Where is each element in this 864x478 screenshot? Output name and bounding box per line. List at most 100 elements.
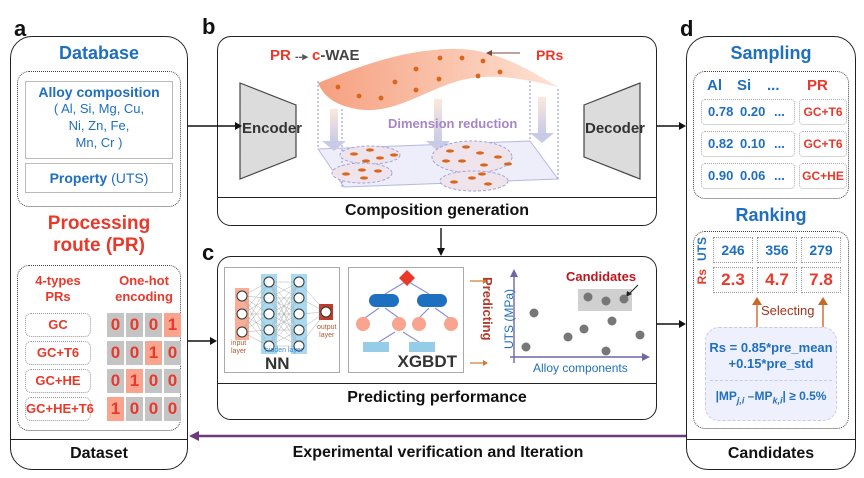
hidden-layer-label: hidden layer bbox=[265, 347, 304, 354]
nn-box: input layer hidden layer output layer NN bbox=[224, 267, 340, 373]
decoder-label: Decoder bbox=[585, 120, 646, 137]
pr-route-label: GC+HE+T6 bbox=[25, 397, 94, 421]
onehot-bit: 0 bbox=[145, 397, 162, 421]
nn-node bbox=[293, 292, 305, 304]
ranking-criteria-box: Rs = 0.85*pre_mean +0.15*pre_std |MPj,i … bbox=[705, 327, 837, 421]
onehot-bit: 0 bbox=[145, 369, 162, 393]
predicting-arrows bbox=[470, 278, 488, 366]
nn-edge bbox=[241, 313, 270, 347]
decision-tree-diagram bbox=[356, 270, 458, 352]
prs-label: PRs bbox=[536, 47, 564, 63]
nn-edge bbox=[298, 281, 327, 313]
onehot-header-line2: encoding bbox=[115, 289, 173, 304]
pr-to-cwae-label: PR --▸ c-WAE bbox=[270, 47, 360, 64]
sampling-header-al: Al bbox=[707, 77, 722, 94]
onehot-bit: 0 bbox=[126, 313, 143, 337]
input-layer-line1: input bbox=[231, 340, 247, 347]
onehot-bit: 0 bbox=[164, 397, 181, 421]
predicting-performance-label: Predicting performance bbox=[347, 389, 527, 406]
nn-edge bbox=[268, 297, 300, 347]
nn-node bbox=[293, 324, 305, 336]
selecting-arrows bbox=[752, 297, 828, 327]
onehot-bit: 0 bbox=[164, 341, 181, 365]
scatter-point bbox=[583, 292, 593, 302]
sampling-pr: GC+T6 bbox=[799, 131, 847, 157]
constraint-sub-ki: k,i bbox=[772, 395, 783, 406]
nn-node bbox=[293, 340, 305, 352]
sampling-si: 0.10 bbox=[740, 136, 766, 151]
cwae-illustration bbox=[239, 48, 641, 192]
sampling-al: 0.78 bbox=[708, 104, 734, 119]
scatter-point bbox=[601, 346, 611, 356]
panel-letter-b: b bbox=[202, 14, 216, 39]
root-node bbox=[399, 270, 415, 286]
cwae-rest: -WAE bbox=[320, 47, 360, 64]
rs-value-cell: 2.3 bbox=[713, 267, 753, 293]
output-layer-line1: output bbox=[317, 324, 337, 331]
processing-title-line2: route (PR) bbox=[53, 235, 145, 256]
uts-value-cell: 246 bbox=[713, 237, 753, 263]
scatter-point bbox=[619, 294, 629, 304]
pr-route-label: GC+HE bbox=[25, 369, 91, 393]
xgbdt-label: XGBDT bbox=[397, 352, 458, 371]
latent-points bbox=[342, 145, 512, 186]
onehot-header-line1: One-hot bbox=[119, 273, 169, 288]
nn-node bbox=[263, 276, 275, 288]
nn-node bbox=[263, 292, 275, 304]
nn-edge bbox=[241, 295, 270, 331]
encoder-label: Encoder bbox=[242, 120, 303, 137]
nn-node bbox=[263, 340, 275, 352]
alloy-elements-line3: Mn, Cr ) bbox=[75, 135, 123, 150]
nn-node bbox=[320, 306, 332, 318]
scatter-point bbox=[521, 342, 531, 352]
onehot-bit: 1 bbox=[107, 397, 124, 421]
sampling-header-more: ... bbox=[767, 77, 780, 94]
constraint-prefix: |MP bbox=[715, 389, 737, 403]
x-axis-label: Alloy components bbox=[533, 361, 628, 375]
manifold-points bbox=[335, 55, 503, 101]
alloy-composition-title: Alloy composition bbox=[38, 84, 160, 100]
nn-node bbox=[293, 276, 305, 288]
xgbdt-box: XGBDT bbox=[348, 267, 464, 373]
cwae-c: c bbox=[312, 47, 321, 64]
nn-edge bbox=[241, 281, 270, 315]
panel-letter-a: a bbox=[14, 16, 27, 41]
ranking-group bbox=[693, 231, 849, 429]
predicting-label: Predicting bbox=[480, 277, 495, 341]
database-group bbox=[17, 71, 181, 207]
feedback-label: Experimental verification and Iteration bbox=[292, 444, 584, 461]
onehot-bit: 1 bbox=[164, 313, 181, 337]
scatter-point bbox=[607, 316, 617, 326]
nn-node bbox=[263, 308, 275, 320]
sampling-title: Sampling bbox=[730, 43, 812, 63]
pr-types-header-line1: 4-types bbox=[35, 273, 81, 288]
onehot-bit: 0 bbox=[107, 341, 124, 365]
onehot-bit: 1 bbox=[145, 341, 162, 365]
panel-b-divider bbox=[218, 197, 656, 198]
onehot-bit: 0 bbox=[107, 369, 124, 393]
dimension-reduction-label: Dimension reduction bbox=[388, 116, 518, 131]
nn-node bbox=[236, 308, 248, 320]
neural-network-diagram bbox=[235, 274, 333, 354]
property-label: Property bbox=[49, 170, 108, 186]
sampling-si: 0.20 bbox=[740, 104, 766, 119]
scatter-point bbox=[579, 324, 589, 334]
sampling-al: 0.82 bbox=[708, 136, 734, 151]
pr-route-label: GC+T6 bbox=[25, 341, 91, 365]
processing-title-line1: Processing bbox=[47, 213, 151, 234]
sampling-more: ... bbox=[774, 168, 785, 183]
sampling-pr: GC+T6 bbox=[799, 99, 847, 125]
nn-edge bbox=[268, 329, 300, 347]
panel-letter-c: c bbox=[202, 240, 215, 265]
rs-value-cell: 4.7 bbox=[757, 267, 797, 293]
onehot-bit: 0 bbox=[107, 313, 124, 337]
nn-edge bbox=[268, 313, 300, 347]
property-value: (UTS) bbox=[111, 170, 149, 186]
latent-clusters bbox=[331, 140, 513, 192]
nn-edge bbox=[268, 281, 300, 315]
panel-c-divider bbox=[218, 383, 656, 384]
database-title: Database bbox=[58, 43, 140, 63]
